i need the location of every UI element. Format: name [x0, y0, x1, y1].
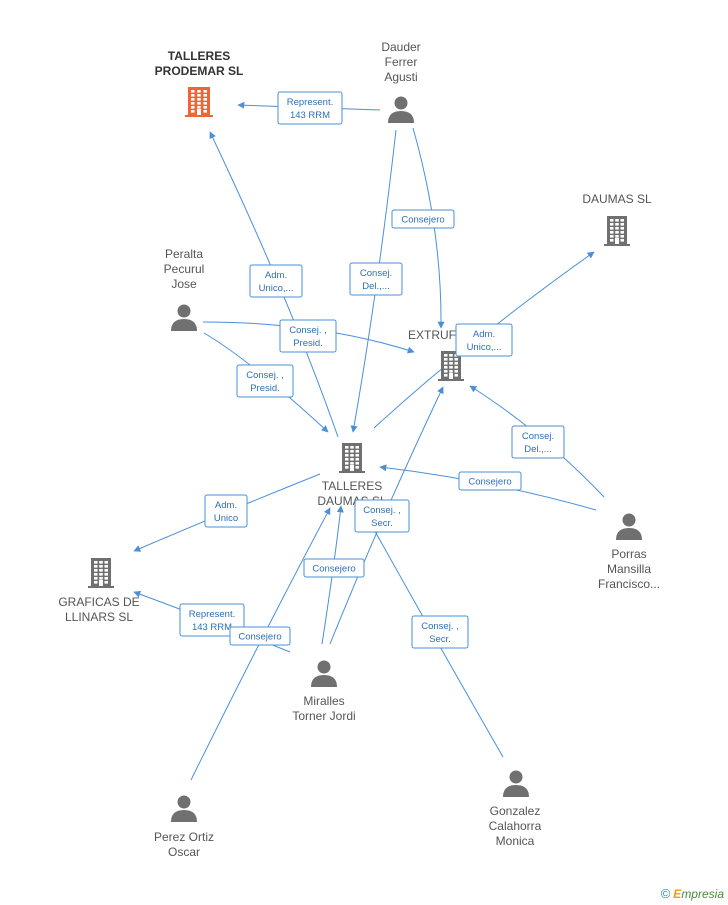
node-label-line: Peralta — [165, 247, 203, 261]
node-label-line: Oscar — [168, 845, 200, 859]
node-label-line: Pecurul — [164, 262, 205, 276]
edge-label-gonzalez-talleres[interactable]: Consej. , Secr. — [411, 615, 469, 649]
person-icon — [171, 304, 197, 331]
node-label-line: PRODEMAR SL — [155, 64, 244, 78]
node-label-line: Perez Ortiz — [154, 830, 214, 844]
edge-label-line: Presid. — [250, 383, 280, 394]
edge-label-talleres-prodemar[interactable]: Adm. Unico,... — [249, 264, 303, 298]
edge-label-line: Del.,... — [524, 444, 551, 455]
edge-label-line: Consejero — [401, 215, 444, 226]
edge-label-line: Unico,... — [467, 342, 502, 353]
edge-label-talleres-daumas[interactable]: Adm. Unico,... — [455, 323, 513, 357]
edge-label-line: Adm. — [265, 270, 287, 281]
edge-label-line: Consej. , — [363, 505, 401, 516]
person-icon — [388, 96, 414, 123]
edge-label-line: Consej. , — [246, 370, 284, 381]
edge-label-line: 143 RRM — [192, 622, 232, 633]
node-label-line: Jose — [171, 277, 197, 291]
node-label-line: Francisco... — [598, 577, 660, 591]
edge-label-perez-talleres[interactable]: Consejero — [229, 626, 291, 646]
edge-label-dauder-extrufil[interactable]: Consejero — [391, 209, 455, 229]
edge-label-line: Consejero — [312, 564, 355, 575]
edge-label-line: 143 RRM — [290, 110, 330, 121]
edge-label-dauder-talleres[interactable]: Consej. Del.,... — [349, 262, 403, 296]
person-icon — [616, 513, 642, 540]
person-icon — [171, 795, 197, 822]
building-icon — [438, 351, 464, 381]
node-label-line: Gonzalez — [490, 804, 541, 818]
empresia-logo: ©Empresia — [660, 886, 724, 901]
building-icon — [185, 87, 213, 117]
edge-label-line: Secr. — [429, 634, 451, 645]
edge-label-line: Unico — [214, 513, 238, 524]
edge-label-line: Adm. — [215, 500, 237, 511]
node-label-line: Torner Jordi — [292, 709, 355, 723]
edge-label-line: Consejero — [468, 477, 511, 488]
node-label: DAUMAS SL — [582, 192, 652, 206]
node-label-line: Calahorra — [489, 819, 542, 833]
node-label-line: EXTRUFIL — [408, 328, 466, 342]
edge-label-line: Consej. , — [421, 621, 459, 632]
node-daumas[interactable]: DAUMAS SL — [582, 192, 652, 246]
edge-label-porras-extrufil[interactable]: Consej. Del.,... — [511, 425, 565, 459]
node-label-line: Porras — [611, 547, 646, 561]
node-label-line: TALLERES — [322, 479, 382, 493]
edge-label-line: Represent. — [287, 97, 333, 108]
edge-label-line: Represent. — [189, 609, 235, 620]
edge-label-porras-talleres[interactable]: Consejero — [458, 471, 522, 491]
edge-label-line: Consej. , — [289, 325, 327, 336]
node-label-line: Mansilla — [607, 562, 651, 576]
edge-dauder-extrufil — [412, 127, 445, 329]
building-icon — [88, 558, 114, 588]
edge-label-talleres-graficas[interactable]: Adm. Unico — [204, 494, 248, 528]
node-label-line: Monica — [496, 834, 535, 848]
node-label-line: GRAFICAS DE — [58, 595, 139, 609]
node-label-line: Miralles — [303, 694, 344, 708]
edge-label-peralta-talleres[interactable]: Consej. , Presid. — [236, 364, 294, 398]
building-icon — [339, 443, 365, 473]
edge-label-line: Consejero — [238, 632, 281, 643]
person-icon — [503, 770, 529, 797]
edge-label-peralta-extrufil[interactable]: Consej. , Presid. — [279, 319, 337, 353]
edge-label-line: Del.,... — [362, 281, 389, 292]
edge-label-line: Adm. — [473, 329, 495, 340]
node-label-line: Ferrer — [385, 55, 418, 69]
edge-label-line: Secr. — [371, 518, 393, 529]
node-label-line: Dauder — [381, 40, 420, 54]
edge-label-line: Consej. — [360, 268, 392, 279]
edge-label-line: Presid. — [293, 338, 323, 349]
edge-label-miralles-extrufil[interactable]: Consej. , Secr. — [354, 499, 410, 533]
node-label-line: Agusti — [384, 70, 417, 84]
node-extrufil[interactable]: EXTRUFIL — [408, 328, 466, 381]
person-icon — [311, 660, 337, 687]
node-label-line: DAUMAS SL — [582, 192, 652, 206]
node-label-line: LLINARS SL — [65, 610, 133, 624]
edge-label-miralles-talleres[interactable]: Consejero — [303, 558, 365, 578]
node-label: EXTRUFIL — [408, 328, 466, 342]
edge-label-line: Unico,... — [259, 283, 294, 294]
edge-label-miralles-graficas[interactable]: Represent. 143 RRM — [179, 603, 245, 637]
edge-label-line: Consej. — [522, 431, 554, 442]
edge-label-dauder-prodemar[interactable]: Represent. 143 RRM — [277, 91, 343, 125]
building-icon — [604, 216, 630, 246]
node-label-line: TALLERES — [168, 49, 230, 63]
